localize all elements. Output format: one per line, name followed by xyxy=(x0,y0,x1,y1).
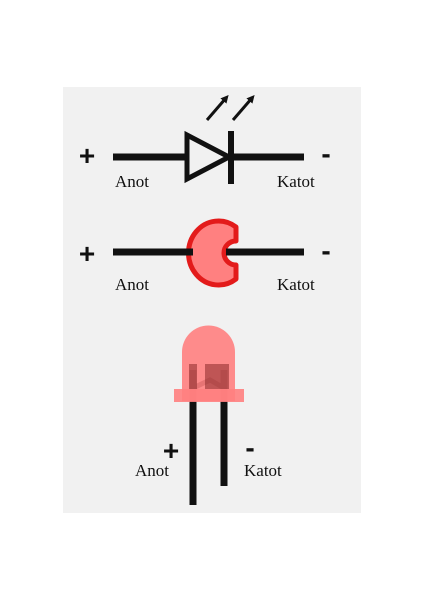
cathode-label: Katot xyxy=(277,172,315,191)
plus-sign: + xyxy=(163,435,179,466)
dark-tint-cathode xyxy=(205,364,229,389)
plus-sign: + xyxy=(79,238,95,269)
background-panel xyxy=(63,87,361,513)
round-led-body xyxy=(186,218,239,288)
light-arrow-left xyxy=(205,94,229,121)
minus-sign: - xyxy=(321,138,330,169)
diode-triangle xyxy=(184,130,235,184)
physical-led-group: + - Anot Katot xyxy=(135,325,282,505)
cathode-label: Katot xyxy=(244,461,282,480)
diode-symbol-group: + - Anot Katot xyxy=(79,94,331,191)
led-flange xyxy=(174,389,244,402)
minus-sign: - xyxy=(245,432,254,463)
anode-label: Anot xyxy=(115,172,149,191)
anode-label: Anot xyxy=(135,461,169,480)
dark-tint-anode xyxy=(189,364,197,389)
anode-label: Anot xyxy=(115,275,149,294)
round-led-group: + - Anot Katot xyxy=(79,218,331,294)
plus-sign: + xyxy=(79,140,95,171)
minus-sign: - xyxy=(321,235,330,266)
cathode-label: Katot xyxy=(277,275,315,294)
light-arrow-right xyxy=(231,94,255,121)
